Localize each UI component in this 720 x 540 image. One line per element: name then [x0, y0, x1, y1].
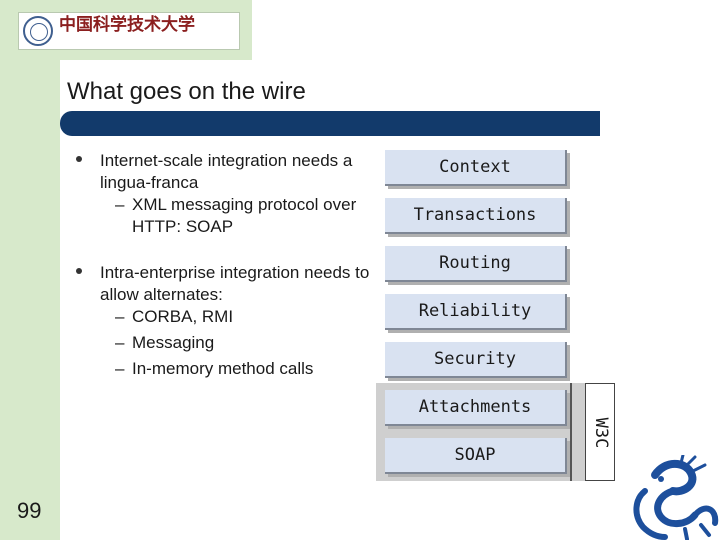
- bullet-list: Internet-scale integration needs a lingu…: [70, 150, 370, 380]
- university-logo: 中国科学技术大学: [18, 12, 240, 50]
- bullet-text: Intra-enterprise integration needs to al…: [100, 263, 370, 304]
- left-decor-strip: [0, 0, 60, 540]
- bullet-dot-icon: [76, 268, 82, 274]
- layer-transactions: Transactions: [385, 198, 567, 234]
- dash-icon: –: [115, 333, 125, 352]
- sub-bullet-text: CORBA, RMI: [132, 307, 234, 326]
- dragon-logo-icon: [633, 455, 719, 540]
- university-name-cn: 中国科学技术大学: [59, 15, 195, 35]
- w3c-label: W3C: [591, 417, 611, 449]
- header-panel: 中国科学技术大学: [0, 0, 252, 60]
- bullet-text: Internet-scale integration needs a lingu…: [100, 151, 353, 192]
- layer-reliability: Reliability: [385, 294, 567, 330]
- dash-icon: –: [115, 307, 125, 326]
- sub-bullet-text: Messaging: [132, 333, 215, 352]
- sub-bullet-text: XML messaging protocol over HTTP: SOAP: [132, 195, 357, 236]
- title-underline-bar: [60, 111, 600, 136]
- university-seal-icon: [23, 16, 53, 46]
- dash-icon: –: [115, 359, 125, 378]
- w3c-bracket-line: [570, 383, 572, 481]
- bullet-item: Intra-enterprise integration needs to al…: [70, 262, 370, 306]
- layer-attachments: Attachments: [385, 390, 567, 426]
- sub-bullet-item: –Messaging: [70, 332, 370, 354]
- layer-soap: SOAP: [385, 438, 567, 474]
- sub-bullet-text: In-memory method calls: [132, 359, 314, 378]
- layer-security: Security: [385, 342, 567, 378]
- dash-icon: –: [115, 195, 125, 214]
- slide-title: What goes on the wire: [67, 78, 306, 105]
- bullet-item: Internet-scale integration needs a lingu…: [70, 150, 370, 194]
- layer-routing: Routing: [385, 246, 567, 282]
- sub-bullet-item: –CORBA, RMI: [70, 306, 370, 328]
- w3c-tag: W3C: [585, 383, 615, 481]
- university-name-en: [59, 38, 237, 44]
- bullet-dot-icon: [76, 156, 82, 162]
- layer-context: Context: [385, 150, 567, 186]
- sub-bullet-item: –In-memory method calls: [70, 358, 370, 380]
- sub-bullet-item: –XML messaging protocol over HTTP: SOAP: [70, 194, 370, 238]
- page-number: 99: [17, 498, 42, 523]
